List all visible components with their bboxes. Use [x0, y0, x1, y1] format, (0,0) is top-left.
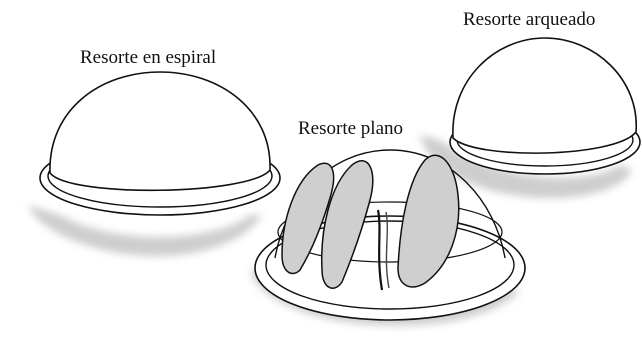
arcing-spring-label: Resorte arqueado: [463, 10, 595, 29]
flat-spring-label: Resorte plano: [298, 119, 403, 138]
coil-spring-diaphragm: [28, 72, 280, 256]
arch-diaphragm-dome: [453, 38, 636, 153]
coil-spring-label: Resorte en espiral: [80, 48, 216, 67]
coil-diaphragm-dome: [50, 72, 270, 190]
